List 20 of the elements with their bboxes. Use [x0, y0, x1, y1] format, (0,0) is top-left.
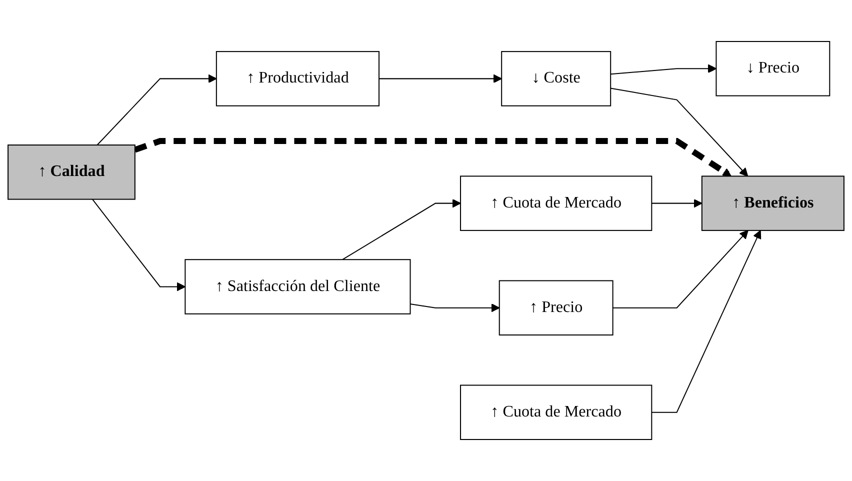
node-box: ↑ Satisfacción del Cliente — [184, 259, 411, 314]
node-box: ↑ Productividad — [216, 51, 380, 106]
node-box: ↑ Calidad — [8, 144, 136, 200]
node-box: ↑ Precio — [498, 280, 614, 336]
node-box: ↓ Coste — [501, 51, 612, 106]
arrow — [652, 198, 702, 208]
node-box: ↑ Beneficios — [701, 176, 844, 231]
arrow — [342, 198, 461, 260]
arrow — [652, 230, 762, 413]
arrow — [612, 230, 748, 308]
arrow — [96, 74, 217, 146]
node-box: ↑ Cuota de Mercado — [460, 176, 652, 231]
arrow — [410, 303, 500, 312]
node-box: ↓ Precio — [716, 41, 830, 96]
arrow — [610, 88, 748, 177]
arrow — [379, 74, 502, 84]
arrow — [134, 138, 732, 177]
node-box: ↑ Cuota de Mercado — [460, 384, 652, 440]
arrow — [610, 64, 717, 75]
arrow — [92, 198, 186, 292]
